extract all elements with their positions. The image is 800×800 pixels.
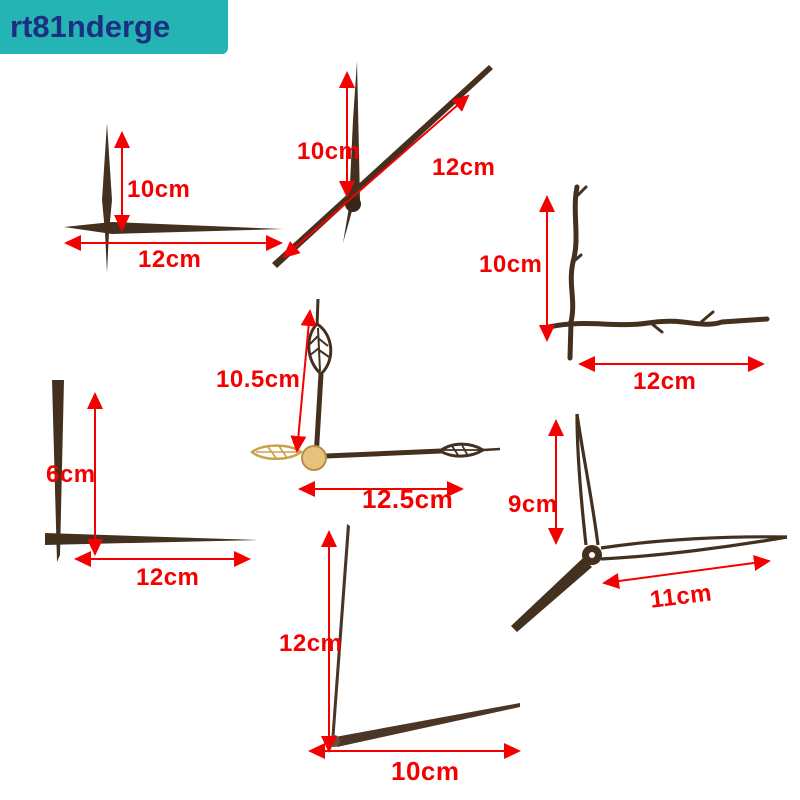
hour-hand-tip [482, 447, 501, 452]
dimension-label-length-2: 12cm [432, 154, 496, 181]
brass-pivot [301, 445, 327, 471]
dimensions-wedge [74, 392, 251, 567]
minute-hand-edge [575, 413, 588, 546]
dimension-label-height-2: 10cm [297, 138, 361, 165]
hour-hand [102, 123, 112, 273]
watermark: rt81nderge [0, 0, 228, 54]
height-dimension-arrow [290, 309, 317, 453]
dimension-label-length-5: 12cm [136, 564, 200, 591]
length-dimension-arrow [602, 555, 771, 589]
hand-set-twig [546, 184, 770, 361]
hand-set-leaf [249, 298, 501, 471]
hour-hand-edge [600, 535, 788, 561]
branch-nub [650, 322, 664, 334]
dimension-label-length-3: 12cm [633, 368, 697, 395]
dimension-label-height-4: 10.5cm [216, 366, 301, 393]
dimensions-baton [282, 71, 470, 259]
dimension-label-height-1: 10cm [127, 176, 191, 203]
branch-nub [571, 253, 583, 264]
dimensions-classic-spade [64, 131, 283, 251]
leaf-stem [315, 298, 320, 327]
hand-set-openwork [511, 413, 788, 632]
watermark-text: rt81nderge [10, 9, 171, 44]
hand-set-needle [328, 524, 520, 747]
minute-hand [64, 222, 283, 234]
dimension-label-height-7: 12cm [279, 630, 343, 657]
dimensions-openwork [548, 419, 771, 589]
pivot-knob [345, 196, 361, 212]
dimension-label-height-6: 9cm [508, 491, 558, 518]
dimensions-twig [539, 195, 765, 372]
minute-hand-shaft [313, 373, 324, 459]
dimensions-needle [308, 530, 521, 759]
counterweight-hand [511, 558, 592, 632]
minute-hand [349, 61, 360, 205]
dimension-label-length-4: 12.5cm [362, 484, 454, 514]
hour-hand [52, 380, 64, 562]
minute-hand-edge [575, 413, 600, 546]
pivot-hole [589, 552, 595, 558]
minute-hand [546, 316, 770, 330]
hour-hand-shaft [325, 448, 442, 459]
hour-hand [567, 184, 580, 361]
hour-hand-edge [600, 535, 788, 550]
dimension-label-length-7: 10cm [391, 756, 460, 786]
dimension-label-height-3: 10cm [479, 251, 543, 278]
hour-hand [335, 703, 520, 747]
dimension-label-height-5: 6cm [46, 461, 96, 488]
branch-nub [575, 185, 588, 198]
leaf-veins [443, 444, 480, 457]
minute-hand [45, 533, 258, 545]
dimensions-leaf [290, 309, 464, 497]
branch-nub [698, 310, 715, 325]
minute-hand-tail [343, 207, 352, 243]
length-dimension-arrow [282, 94, 470, 259]
dimension-label-length-1: 12cm [138, 246, 202, 273]
